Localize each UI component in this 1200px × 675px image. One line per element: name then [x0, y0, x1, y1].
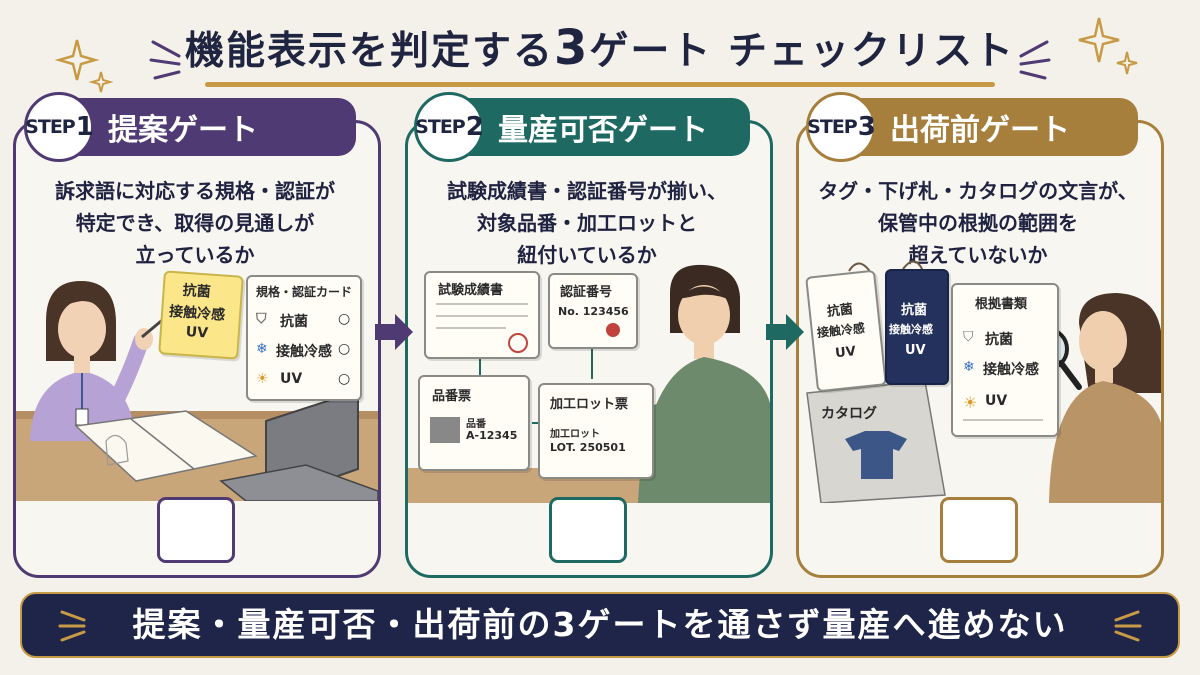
- checkbox-circle: ○: [338, 371, 351, 387]
- step1-description: 訴求語に対応する規格・認証が 特定でき、取得の見通しが 立っているか: [55, 179, 335, 267]
- standards-card: 規格・認証カード ⛉ 抗菌 ❄ 接触冷感 ☀ UV ○ ○ ○: [246, 275, 362, 401]
- evidence-docs: 根拠書類 ⛉ 抗菌 ❄ 接触冷感 ☀ UV: [951, 283, 1059, 437]
- rays-left-icon: [58, 610, 86, 642]
- test-report-doc: 試験成績書: [424, 271, 540, 359]
- step2-description: 試験成績書・認証番号が揃い、 対象品番・加工ロットと 紐付いているか: [447, 179, 727, 267]
- hang-tag-dark: 抗菌 接触冷感 UV: [885, 269, 949, 385]
- page-title: 機能表示を判定する3ゲート チェックリスト: [185, 20, 1015, 76]
- part-number-slip: 品番票 品番 A-12345: [418, 375, 530, 471]
- arrow-right-icon: [766, 314, 804, 350]
- snowflake-icon: ❄: [256, 341, 268, 357]
- checkbox-circle: ○: [338, 311, 351, 327]
- memo-note: 抗菌 接触冷感 UV: [158, 270, 244, 360]
- hang-tag-light: 抗菌 接触冷感 UV: [805, 269, 887, 393]
- step3-description: タグ・下げ札・カタログの文言が、 保管中の根拠の範囲を 超えていないか: [818, 179, 1138, 267]
- title-area: 機能表示を判定する3ゲート チェックリスト: [0, 14, 1200, 93]
- shield-icon: ⛉: [963, 329, 974, 345]
- step2-checkbox[interactable]: [549, 497, 627, 563]
- step1-checkbox[interactable]: [157, 497, 235, 563]
- sun-icon: ☀: [256, 371, 269, 387]
- lot-slip: 加工ロット票 加工ロット LOT. 250501: [538, 383, 654, 479]
- step3-checkbox[interactable]: [940, 497, 1018, 563]
- cert-number-doc: 認証番号 No. 123456: [548, 273, 638, 349]
- rays-left-icon: [149, 40, 181, 80]
- rays-right-icon: [1114, 610, 1142, 642]
- step2-panel: 試験成績書・認証番号が揃い、 対象品番・加工ロットと 紐付いているか 試験成績書…: [405, 120, 773, 578]
- seal-stamp: [508, 333, 528, 353]
- shield-icon: ⛉: [256, 311, 267, 327]
- step1-illustration: [16, 281, 378, 501]
- catalog-label: カタログ: [821, 406, 877, 422]
- bottom-banner: 提案・量産可否・出荷前の3ゲートを通さず量産へ進めない: [20, 592, 1180, 658]
- sun-icon: ☀: [963, 393, 978, 412]
- rays-right-icon: [1019, 40, 1051, 80]
- title-underline: [205, 82, 995, 87]
- checkbox-circle: ○: [338, 341, 351, 357]
- snowflake-icon: ❄: [963, 359, 975, 375]
- sparkle-icon: [1078, 17, 1138, 75]
- bottom-message: 提案・量産可否・出荷前の3ゲートを通さず量産へ進めない: [132, 605, 1068, 644]
- step3-panel: タグ・下げ札・カタログの文言が、 保管中の根拠の範囲を 超えていないか 抗菌 接…: [796, 120, 1164, 578]
- tshirt-icon: [430, 417, 460, 443]
- ribbon-seal-icon: [606, 323, 620, 337]
- step1-panel: 訴求語に対応する規格・認証が 特定でき、取得の見通しが 立っているか 抗菌 接触…: [13, 120, 381, 578]
- arrow-right-icon: [375, 314, 413, 350]
- sparkle-icon: [55, 39, 114, 93]
